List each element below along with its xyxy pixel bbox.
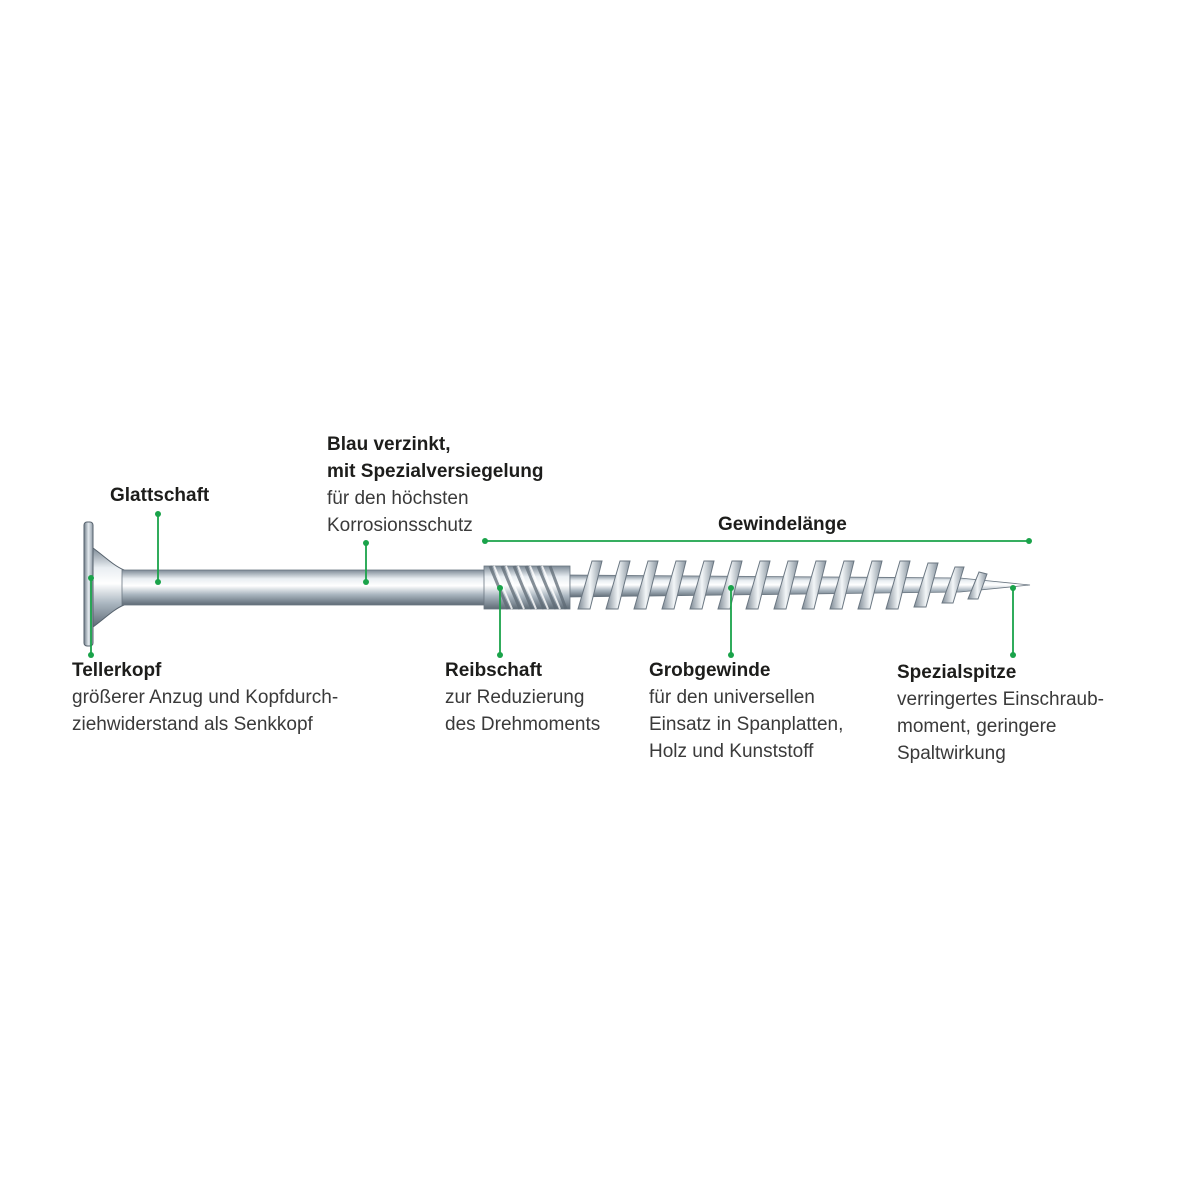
label-grobgewinde-desc-2: Einsatz in Spanplatten, bbox=[649, 714, 844, 735]
screw-threaded-section bbox=[569, 560, 1031, 610]
label-spezialspitze-desc-1: verringertes Einschraub- bbox=[897, 689, 1104, 710]
label-spezialspitze: Spezialspitze verringertes Einschraub- m… bbox=[897, 659, 1104, 767]
label-gewindelaenge: Gewindelänge bbox=[718, 511, 847, 538]
label-spezialspitze-title: Spezialspitze bbox=[897, 662, 1017, 683]
label-reibschaft-title: Reibschaft bbox=[445, 660, 543, 681]
label-glattschaft-title: Glattschaft bbox=[110, 485, 210, 506]
label-reibschaft: Reibschaft zur Reduzierung des Drehmomen… bbox=[445, 657, 600, 738]
callout-reibschaft bbox=[497, 585, 503, 658]
label-blau-title-2: mit Spezialversiegelung bbox=[327, 461, 544, 482]
screw-head bbox=[83, 521, 125, 647]
callout-tellerkopf bbox=[88, 575, 94, 658]
callout-grobgewinde bbox=[728, 585, 734, 658]
label-blau-verzinkt: Blau verzinkt, mit Spezialversiegelung f… bbox=[327, 431, 543, 539]
label-reibschaft-desc-2: des Drehmoments bbox=[445, 714, 601, 735]
label-tellerkopf-desc-2: ziehwiderstand als Senkkopf bbox=[72, 714, 313, 735]
label-grobgewinde-desc-3: Holz und Kunststoff bbox=[649, 741, 814, 762]
label-grobgewinde-desc-1: für den universellen bbox=[649, 687, 815, 708]
label-reibschaft-desc-1: zur Reduzierung bbox=[445, 687, 585, 708]
label-tellerkopf-title: Tellerkopf bbox=[72, 660, 162, 681]
callout-spezialspitze bbox=[1010, 585, 1016, 658]
label-glattschaft: Glattschaft bbox=[110, 482, 209, 509]
callout-glattschaft bbox=[155, 511, 161, 585]
screw-friction-shank bbox=[483, 565, 571, 610]
screw-shank bbox=[121, 569, 488, 606]
label-tellerkopf: Tellerkopf größerer Anzug und Kopfdurch-… bbox=[72, 657, 338, 738]
label-blau-desc-1: für den höchsten bbox=[327, 488, 469, 509]
label-blau-desc-2: Korrosionsschutz bbox=[327, 515, 473, 536]
label-grobgewinde: Grobgewinde für den universellen Einsatz… bbox=[649, 657, 843, 765]
label-spezialspitze-desc-2: moment, geringere bbox=[897, 716, 1057, 737]
label-grobgewinde-title: Grobgewinde bbox=[649, 660, 771, 681]
callout-gewindelaenge bbox=[482, 538, 1032, 544]
label-gewindelaenge-title: Gewindelänge bbox=[718, 514, 847, 535]
callout-blau-verzinkt bbox=[363, 540, 369, 585]
label-blau-title-1: Blau verzinkt, bbox=[327, 434, 451, 455]
label-tellerkopf-desc-1: größerer Anzug und Kopfdurch- bbox=[72, 687, 339, 708]
label-spezialspitze-desc-3: Spaltwirkung bbox=[897, 743, 1006, 764]
